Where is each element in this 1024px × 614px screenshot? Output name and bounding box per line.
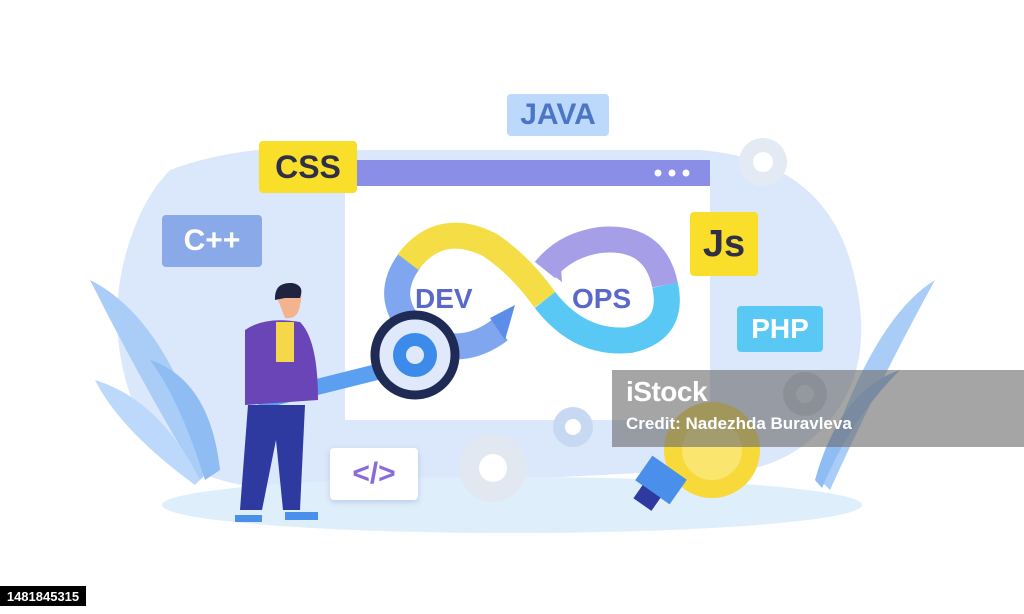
watermark-credit: Credit: Nadezhda Buravleva	[626, 414, 852, 433]
ops-label: OPS	[572, 283, 632, 314]
css-tag: CSS	[259, 141, 357, 193]
stock-id-badge: 1481845315	[0, 586, 86, 606]
php-tag: PHP	[737, 306, 823, 352]
java-tag: JAVA	[507, 94, 609, 136]
dev-label: DEV	[415, 283, 473, 314]
gear-icon	[459, 434, 527, 502]
js-tag: Js	[690, 212, 758, 276]
watermark-band	[612, 370, 1024, 447]
cpp-tag: C++	[162, 215, 262, 267]
gear-icon	[553, 407, 593, 447]
left-plant	[90, 280, 220, 485]
watermark-logo: iStock	[626, 376, 708, 407]
code-tag: </>	[330, 448, 418, 500]
man-figure	[235, 282, 318, 522]
gear-icon	[739, 138, 787, 186]
